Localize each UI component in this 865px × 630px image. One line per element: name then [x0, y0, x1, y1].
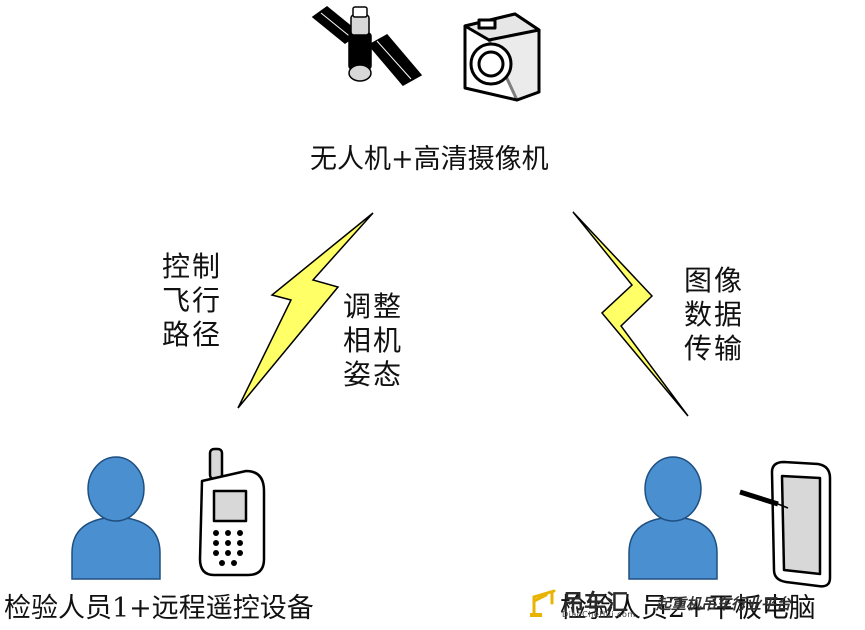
right-link-label-data: 图像 数据 传输 [684, 264, 745, 365]
mobile-phone-icon [198, 447, 266, 577]
drone-node-label: 无人机+高清摄像机 [310, 144, 549, 175]
watermark-domain: DiaoCheHui.com [562, 610, 636, 619]
person-icon [628, 456, 718, 580]
inspector-1-label: 检验人员1+远程遥控设备 [4, 593, 314, 624]
watermark: 吊车汇 DiaoCheHui.com 起重机吊车行业平台 [528, 585, 863, 621]
person-icon [71, 456, 161, 580]
satellite-icon [311, 6, 423, 86]
left-link-label-control: 控制 飞行 路径 [162, 250, 223, 351]
watermark-slogan: 起重机吊车行业平台 [656, 595, 792, 613]
watermark-name: 吊车汇 [562, 591, 629, 616]
right-lightning-icon [572, 211, 689, 417]
camera-icon [463, 12, 541, 102]
crane-logo-icon [530, 589, 556, 617]
left-lightning-icon [237, 212, 374, 409]
left-link-label-camera: 调整 相机 姿态 [343, 290, 404, 391]
inspector-2-label: 检验人员2+平板电脑 [560, 593, 816, 624]
tablet-icon [739, 460, 832, 588]
